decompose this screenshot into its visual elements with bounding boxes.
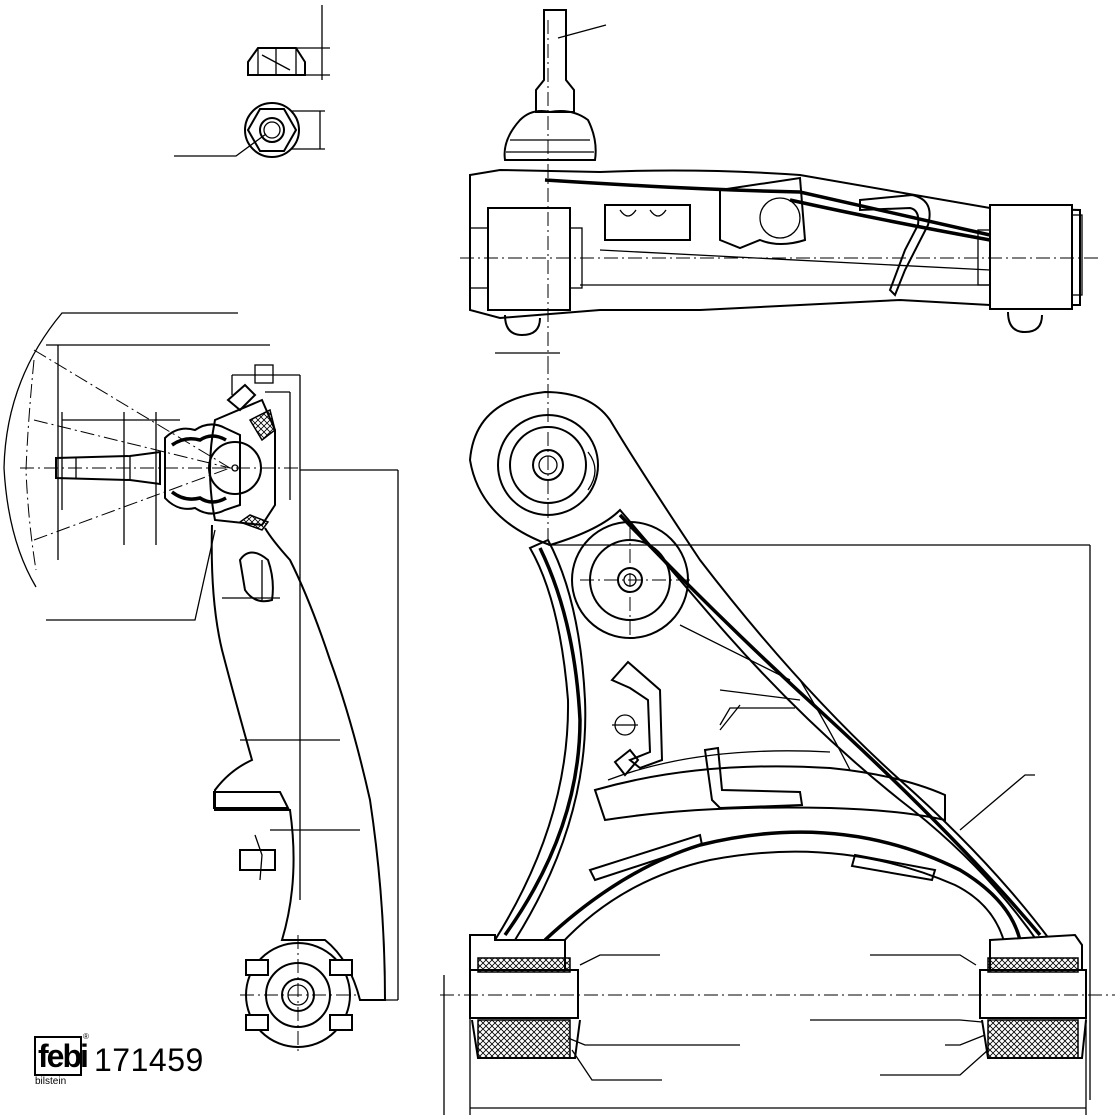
- logo-box: febi: [34, 1036, 89, 1076]
- registered-mark: ®: [83, 1032, 89, 1041]
- logo-text: febi: [38, 1038, 89, 1074]
- top-view: [460, 9, 1100, 360]
- logo-subtext: bilstein: [35, 1076, 67, 1087]
- nut-front-view: [174, 102, 325, 158]
- part-number: 171459: [94, 1042, 204, 1078]
- front-view: [440, 360, 1115, 1115]
- nut-side-view: [247, 5, 330, 80]
- febi-bilstein-logo: febi bilstein ®: [34, 1032, 89, 1090]
- side-view: [3, 312, 399, 1055]
